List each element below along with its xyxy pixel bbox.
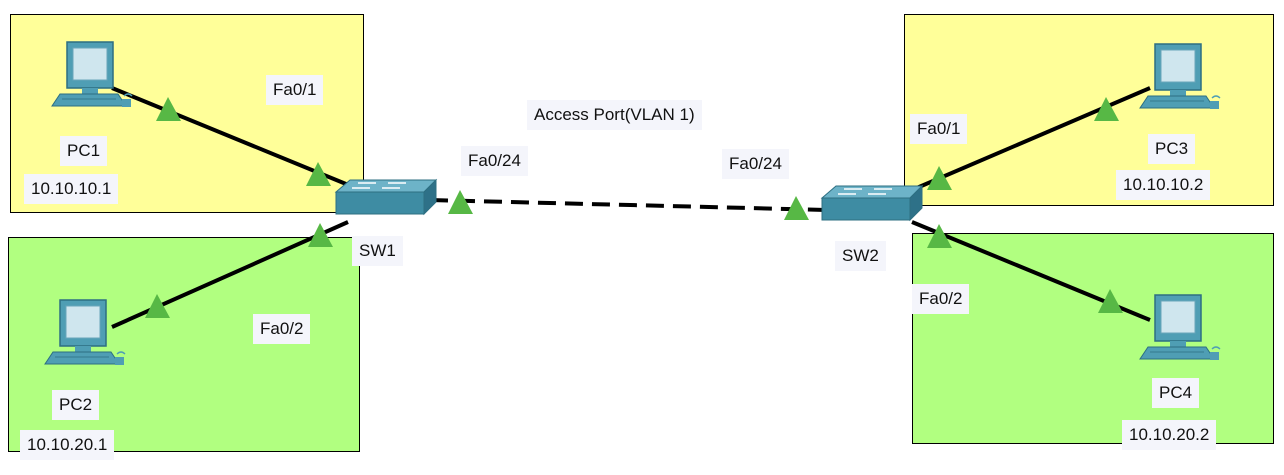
sw2-switch-icon[interactable] xyxy=(821,185,923,221)
pc3-name: PC3 xyxy=(1148,134,1196,164)
sw2-fa01-label: Fa0/1 xyxy=(910,114,968,144)
port-status-icon xyxy=(784,196,809,220)
pc4-ip: 10.10.20.2 xyxy=(1122,420,1217,450)
port-status-icon xyxy=(1094,97,1119,121)
sw2-fa02-label: Fa0/2 xyxy=(912,284,970,314)
sw1-fa01-label: Fa0/1 xyxy=(266,75,324,105)
pc3-ip: 10.10.10.2 xyxy=(1116,170,1211,200)
pc4-icon[interactable] xyxy=(1139,294,1221,361)
sw1-fa02-label: Fa0/2 xyxy=(253,314,311,344)
port-status-icon xyxy=(306,162,331,186)
port-status-icon xyxy=(927,224,952,248)
vlan20-zone-right xyxy=(912,233,1274,444)
link-sw1-sw2-trunk xyxy=(429,198,829,212)
port-status-icon xyxy=(448,190,473,214)
sw1-name: SW1 xyxy=(352,236,403,266)
port-status-icon xyxy=(145,294,170,318)
sw2-fa024-label: Fa0/24 xyxy=(722,149,789,179)
sw1-fa024-label: Fa0/24 xyxy=(461,146,528,176)
port-status-icon xyxy=(927,166,952,190)
pc1-icon[interactable] xyxy=(51,41,133,108)
pc4-name: PC4 xyxy=(1152,378,1200,408)
port-status-icon xyxy=(156,97,181,121)
sw1-switch-icon[interactable] xyxy=(335,179,437,215)
sw2-name: SW2 xyxy=(835,241,886,271)
link-sw2-pc3 xyxy=(911,86,1151,192)
pc1-name: PC1 xyxy=(60,136,108,166)
pc2-name: PC2 xyxy=(52,390,100,420)
pc2-icon[interactable] xyxy=(44,299,126,366)
link-pc2-sw1 xyxy=(111,220,349,329)
pc2-ip: 10.10.20.1 xyxy=(20,430,115,460)
port-status-icon xyxy=(308,223,333,247)
vlan10-zone-right xyxy=(904,14,1274,206)
link-pc1-sw1 xyxy=(111,86,369,195)
trunk-note: Access Port(VLAN 1) xyxy=(527,100,702,130)
pc1-ip: 10.10.10.1 xyxy=(24,174,119,204)
port-status-icon xyxy=(1098,289,1123,313)
pc3-icon[interactable] xyxy=(1139,43,1221,110)
